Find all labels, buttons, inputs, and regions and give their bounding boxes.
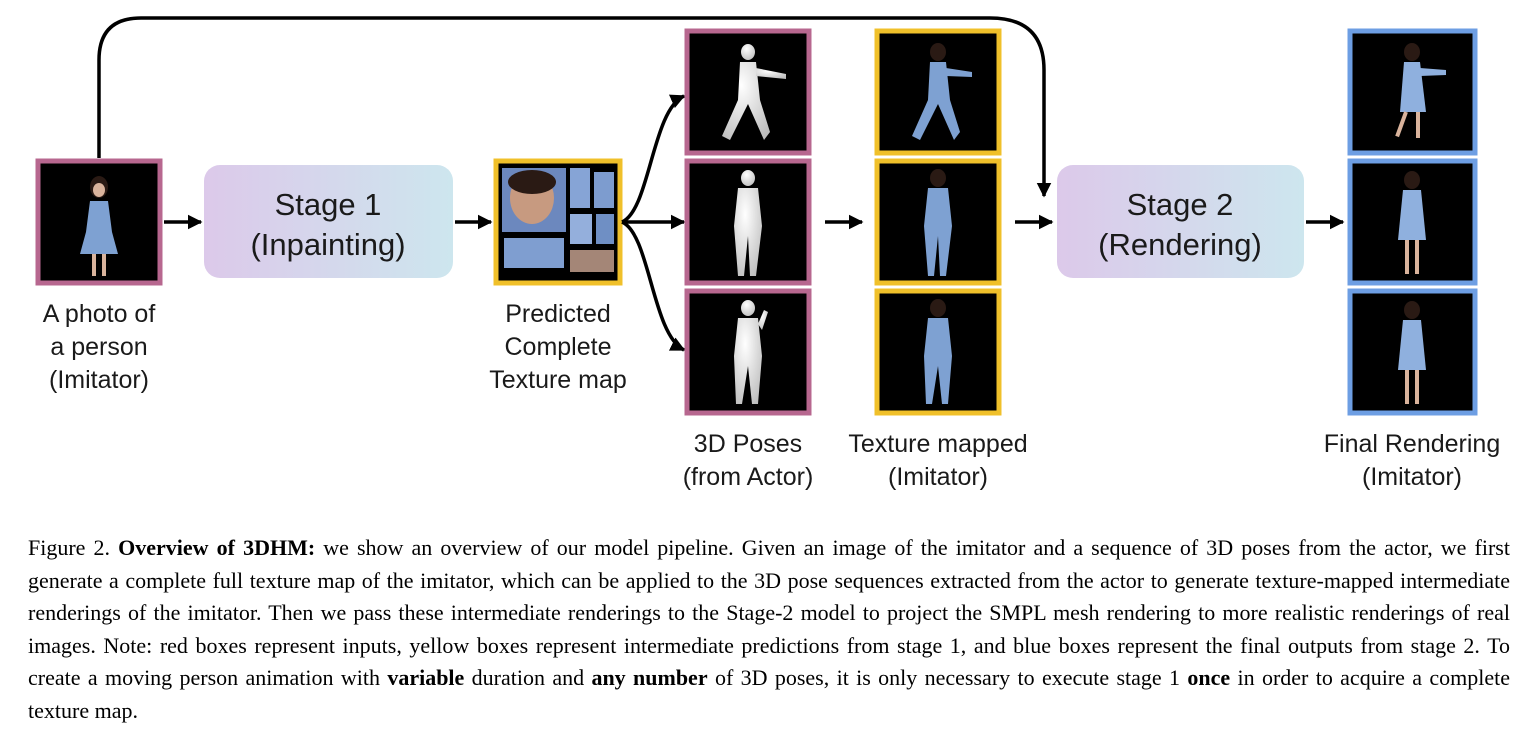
final-render-1: [1347, 28, 1478, 156]
stage2-box: Stage 2 (Rendering): [1057, 165, 1304, 278]
mapped-render-2: [874, 158, 1002, 286]
final-render-2: [1347, 158, 1478, 286]
caption-text-1: we show an overview of our model pipelin…: [28, 535, 1510, 690]
mapped-render-3: [874, 288, 1002, 416]
photo-label: A photo of a person (Imitator): [42, 300, 156, 394]
caption-text-2: duration and: [464, 665, 592, 690]
pose-render-2: [684, 158, 812, 286]
caption-text-3: of 3D poses, it is only necessary to exe…: [707, 665, 1188, 690]
stage1-box: Stage 1 (Inpainting): [204, 165, 453, 278]
person-figure-photo: [80, 176, 118, 276]
caption-text-4: in order to acquire a complete texture m…: [28, 665, 1510, 723]
mapped-render-1: [874, 28, 1002, 156]
caption-figure-number: Figure 2.: [28, 535, 119, 560]
input-photo: [35, 158, 163, 286]
poses-label: 3D Poses (from Actor): [682, 430, 814, 491]
pose-render-1: [684, 28, 812, 156]
final-render-3: [1347, 288, 1478, 416]
figure-caption: Figure 2. Overview of 3DHM: we show an o…: [28, 532, 1510, 727]
mapped-label: Texture mapped (Imitator): [848, 430, 1028, 491]
stage1-title: Stage 1: [275, 187, 382, 222]
skip-connection-arrow: [97, 16, 1052, 198]
caption-bold-any-number: any number: [591, 665, 708, 690]
final-label: Final Rendering (Imitator): [1323, 430, 1501, 491]
caption-bold-once: once: [1187, 665, 1231, 690]
stage2-title: Stage 2: [1127, 187, 1234, 222]
texture-label: Predicted Complete Texture map: [489, 300, 627, 394]
arrow-texture-to-pose3: [621, 220, 686, 352]
arrow-texture-to-pose1: [621, 94, 686, 224]
caption-bold-variable: variable: [387, 665, 465, 690]
stage1-subtitle: (Inpainting): [250, 227, 405, 262]
caption-title: Overview of 3DHM:: [118, 535, 316, 560]
stage2-subtitle: (Rendering): [1098, 227, 1262, 262]
pipeline-figure: Stage 1 (Inpainting): [35, 16, 1501, 491]
texture-map: [493, 158, 623, 286]
pose-render-3: [684, 288, 812, 416]
